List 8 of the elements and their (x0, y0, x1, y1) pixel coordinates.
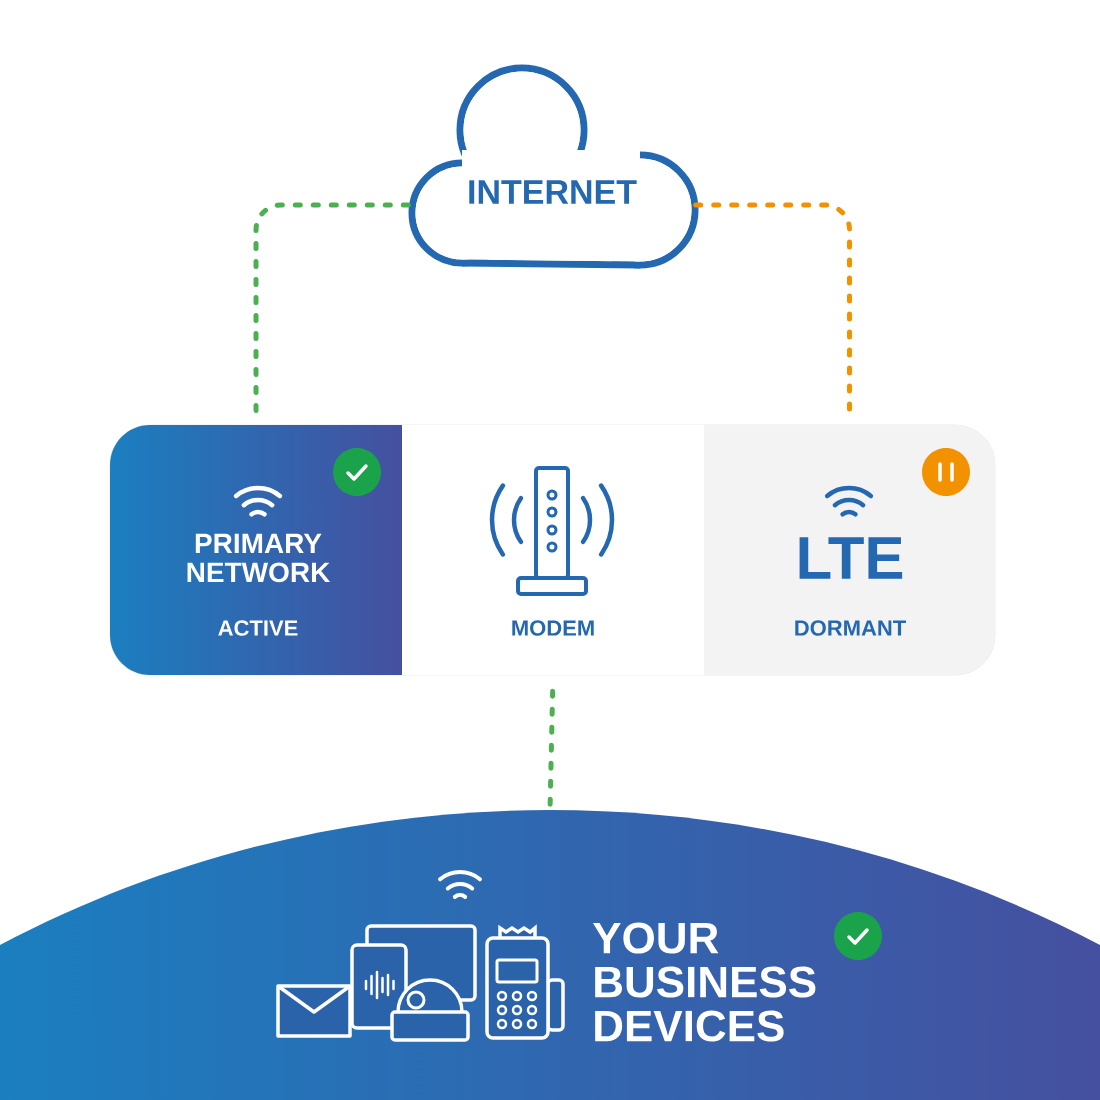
modem-label: MODEM (512, 620, 594, 636)
status-label: DORMANT (795, 620, 906, 636)
status-label: ACTIVE (218, 620, 298, 636)
connector-line (253, 202, 411, 414)
lte-label: LTE (799, 537, 903, 579)
connector-line (693, 202, 852, 414)
network-label: PRIMARY NETWORK (187, 533, 331, 583)
devices-label: YOUR BUSINESS DEVICES (592, 922, 816, 1042)
